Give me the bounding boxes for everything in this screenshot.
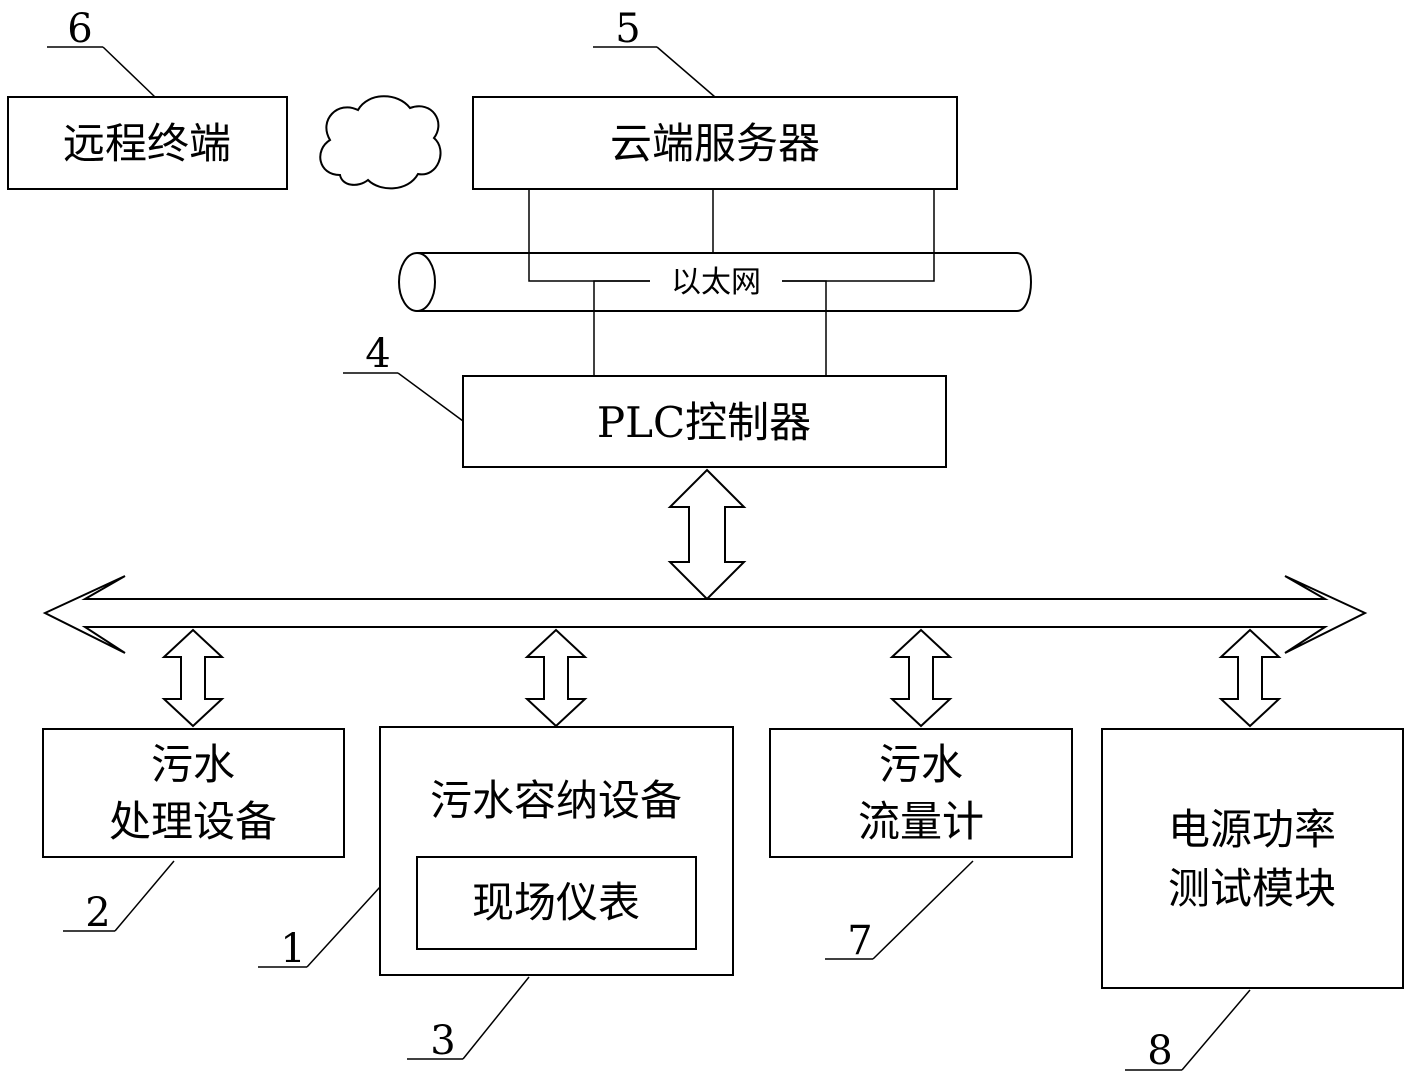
ethernet-cylinder-end [398,252,436,312]
bus-flowmeter-double-arrow [889,628,953,728]
sewage-container-block: 污水容纳设备 现场仪表 [379,726,734,976]
field-instrument-label: 现场仪表 [472,878,640,927]
callout-number-4: 4 [365,331,390,377]
callout-number-5: 5 [615,6,640,52]
sewage-treatment-label-line1: 污水 [151,740,235,789]
power-test-box [1101,728,1404,989]
plc-bus-double-arrow [667,468,747,601]
sewage-treatment-label-line2: 处理设备 [109,797,277,846]
sewage-flowmeter-box [769,728,1073,858]
sewage-flowmeter-label-line1: 污水 [879,740,963,789]
callout-number-3: 3 [430,1018,455,1064]
remote-terminal-block: 远程终端 [7,96,288,190]
callout-4: 4 [343,331,464,422]
plc-controller-block: PLC控制器 [462,375,947,468]
bus-treatment-double-arrow [161,628,225,728]
power-test-label-line2: 测试模块 [1168,864,1336,913]
sewage-treatment-box [42,728,345,858]
callout-number-6: 6 [67,6,92,52]
callout-number-8: 8 [1147,1028,1172,1074]
callout-number-1: 1 [280,926,305,972]
sewage-treatment-block: 污水 处理设备 [42,728,345,858]
sewage-flowmeter-block: 污水 流量计 [769,728,1073,858]
callout-6: 6 [47,6,156,98]
sewage-flowmeter-label-line2: 流量计 [858,797,984,846]
callout-number-2: 2 [85,890,110,936]
ethernet-label: 以太网 [671,265,761,300]
callout-2: 2 [63,860,175,936]
sewage-container-label: 污水容纳设备 [430,776,682,825]
bus-double-arrow [42,575,1368,654]
power-test-block: 电源功率 测试模块 [1101,728,1404,989]
remote-terminal-box [7,96,288,190]
cloud-icon [319,95,442,190]
plc-controller-label: PLC控制器 [597,398,811,447]
cloud-server-box [472,96,958,190]
ethernet-label-bg [652,262,780,298]
callout-number-7: 7 [847,918,872,964]
cloud-server-label: 云端服务器 [610,119,820,168]
ethernet-cylinder-body [417,252,1032,312]
field-instrument-box [416,856,697,950]
plc-controller-box [462,375,947,468]
callout-3: 3 [407,976,530,1064]
bus-power-double-arrow [1218,628,1282,728]
callout-5: 5 [593,6,716,98]
callout-8: 8 [1125,989,1251,1074]
callout-7: 7 [825,860,974,964]
remote-terminal-label: 远程终端 [63,119,231,168]
ethernet-plc-wires [593,280,827,376]
cloud-server-block: 云端服务器 [472,96,958,190]
power-test-label-line1: 电源功率 [1168,805,1336,854]
bus-container-double-arrow [524,628,588,728]
ethernet-cable [398,252,1032,312]
callout-1: 1 [258,886,381,972]
